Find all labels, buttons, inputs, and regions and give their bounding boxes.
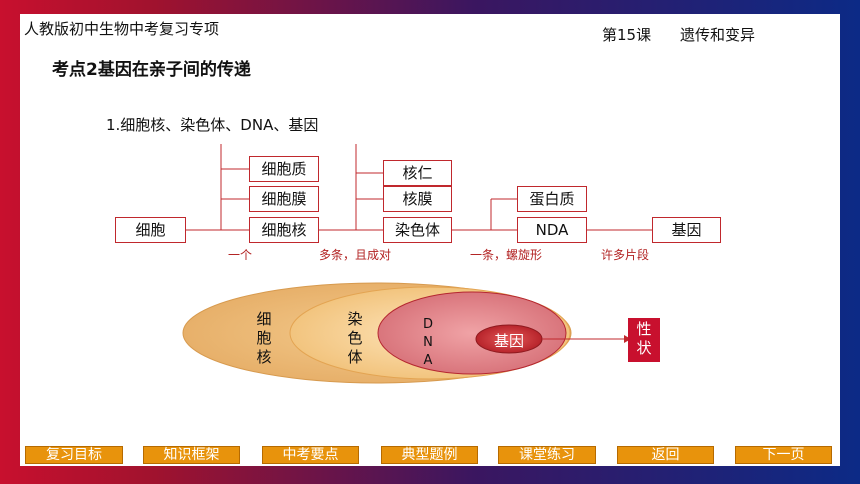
lesson-number: 第15课: [602, 26, 652, 44]
note-many-paired: 多条，且成对: [319, 248, 392, 262]
box-nucleolus: 核仁: [383, 160, 452, 186]
note-one-helix: 一条，螺旋形: [470, 248, 543, 262]
label-nucleus: 细胞核: [256, 310, 272, 366]
note-one: 一个: [228, 248, 253, 262]
note-many-segments: 许多片段: [601, 248, 650, 262]
nav-knowledge-framework[interactable]: 知识框架: [143, 446, 240, 464]
box-dna: NDA: [517, 217, 587, 243]
label-gene: 基因: [493, 332, 524, 350]
box-chromosome: 染色体: [383, 217, 452, 243]
lesson-topic: 遗传和变异: [680, 26, 756, 44]
section-subtitle: 1.细胞核、染色体、DNA、基因: [106, 116, 319, 134]
box-nuclear-membrane: 核膜: [383, 186, 452, 212]
nav-typical-examples[interactable]: 典型题例: [381, 446, 478, 464]
nav-exam-points[interactable]: 中考要点: [262, 446, 359, 464]
box-cell: 细胞: [115, 217, 186, 243]
box-cytoplasm: 细胞质: [249, 156, 319, 182]
box-gene: 基因: [652, 217, 721, 243]
box-protein: 蛋白质: [517, 186, 587, 212]
label-chromosome: 染色体: [347, 310, 363, 366]
page-title: 考点2基因在亲子间的传递: [52, 60, 251, 80]
nav-next-page[interactable]: 下一页: [735, 446, 832, 464]
nav-review-goals[interactable]: 复习目标: [25, 446, 123, 464]
trait-box: 性状: [628, 318, 660, 362]
box-nucleus: 细胞核: [249, 217, 319, 243]
nav-back[interactable]: 返回: [617, 446, 714, 464]
course-title: 人教版初中生物中考复习专项: [24, 20, 220, 38]
ellipse-dna: [377, 291, 567, 375]
box-cell-membrane: 细胞膜: [249, 186, 319, 212]
nav-class-exercise[interactable]: 课堂练习: [498, 446, 596, 464]
arrow-head: [624, 335, 631, 343]
